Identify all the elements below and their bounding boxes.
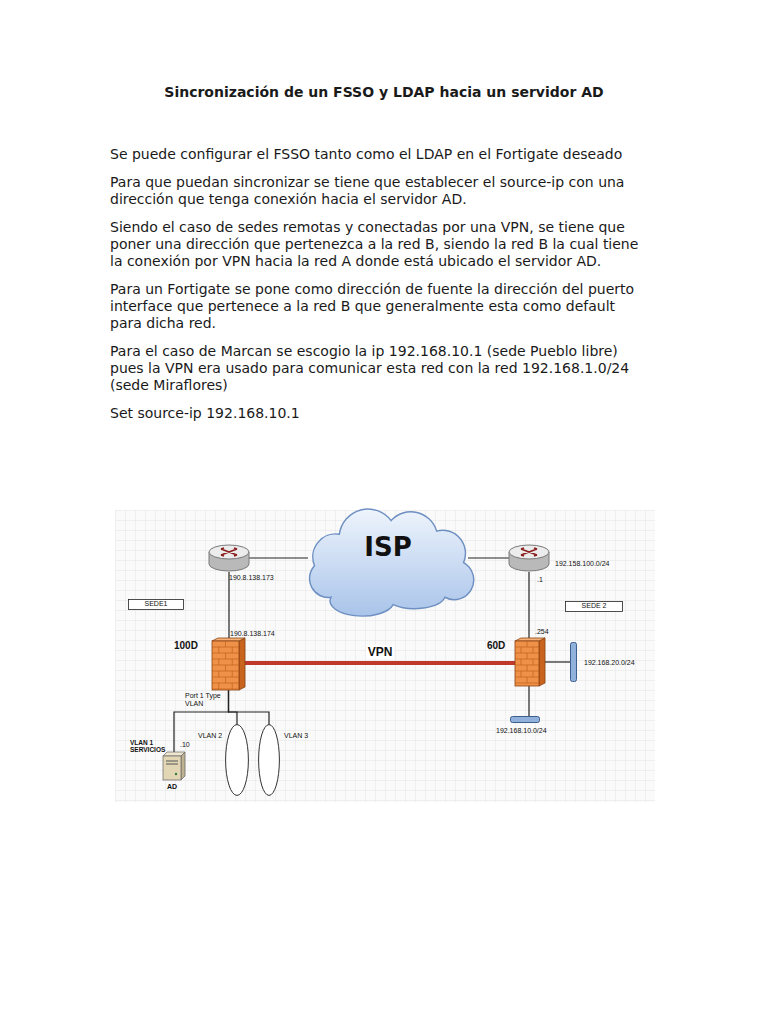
network-bar: 192.168.20.0/24 (570, 642, 577, 682)
text-body: Se puede configurar el FSSO tanto como e… (110, 146, 650, 433)
node-label: .254 (535, 628, 549, 636)
firewall-shape (212, 638, 245, 690)
site-box: SEDE1 (128, 599, 184, 610)
ellipse-shape (258, 724, 280, 796)
device-name: 100D (174, 640, 198, 652)
network-link (545, 661, 570, 662)
network-link (229, 690, 238, 725)
edge-label: VPN (366, 645, 395, 659)
node-label: SEDE 2 (565, 602, 623, 610)
isp-cloud: ISP (300, 508, 476, 613)
site-box: SEDE 2 (565, 601, 623, 612)
network-link (174, 690, 229, 752)
server-shape (163, 752, 185, 780)
paragraph: Para el caso de Marcan se escogio la ip … (110, 343, 650, 394)
node-label: 192.168.20.0/24 (584, 659, 635, 667)
node-label: SEDE1 (128, 600, 184, 608)
node-label: 190.8.138.173 (229, 574, 274, 582)
router-shape (208, 543, 250, 573)
firewall: 60D.254 (515, 638, 545, 686)
vpn-tunnel (245, 661, 515, 665)
firewall: 100D190.8.138.174Port 1 Type VLAN (212, 638, 245, 690)
node-label: AD (167, 783, 177, 791)
barV-shape (570, 642, 577, 682)
network-link (229, 690, 270, 725)
node-label: Port 1 Type VLAN (185, 692, 221, 708)
network-link (468, 557, 509, 558)
node-label: 190.8.138.174 (230, 630, 275, 638)
device-name: ISP (300, 532, 476, 562)
paragraph: Set source-ip 192.168.10.1 (110, 405, 650, 422)
network-link (228, 572, 229, 638)
router-shape (508, 543, 550, 573)
firewall-shape (515, 638, 545, 686)
network-link (249, 557, 308, 558)
server-icon: VLAN 1 SERVICIOS.10AD (163, 752, 185, 780)
node-label: VLAN 2 (198, 732, 222, 740)
node-label: VLAN 1 SERVICIOS (130, 739, 161, 753)
network-link (528, 686, 529, 716)
router: 190.8.138.173 (208, 543, 250, 573)
vlan-ellipse: VLAN 2 (225, 724, 249, 796)
vlan-ellipse: VLAN 3 (258, 724, 280, 796)
node-label: VLAN 3 (284, 732, 308, 740)
node-label: .1 (537, 576, 543, 584)
page-title: Sincronización de un FSSO y LDAP hacia u… (60, 84, 708, 100)
paragraph: Para un Fortigate se pone como dirección… (110, 281, 650, 332)
node-label: .10 (180, 741, 190, 749)
device-name: 60D (487, 640, 505, 652)
paragraph: Se puede configurar el FSSO tanto como e… (110, 146, 650, 163)
network-bar: 192.168.10.0/24 (510, 716, 540, 723)
router: 192.158.100.0/24.1 (508, 543, 550, 573)
node-label: 192.168.10.0/24 (496, 727, 547, 735)
paragraph: Para que puedan sincronizar se tiene que… (110, 174, 650, 208)
paragraph: Siendo el caso de sedes remotas y conect… (110, 219, 650, 270)
network-link (528, 572, 529, 638)
ellipse-shape (225, 724, 249, 796)
barH-shape (510, 716, 540, 723)
node-label: 192.158.100.0/24 (555, 560, 610, 568)
